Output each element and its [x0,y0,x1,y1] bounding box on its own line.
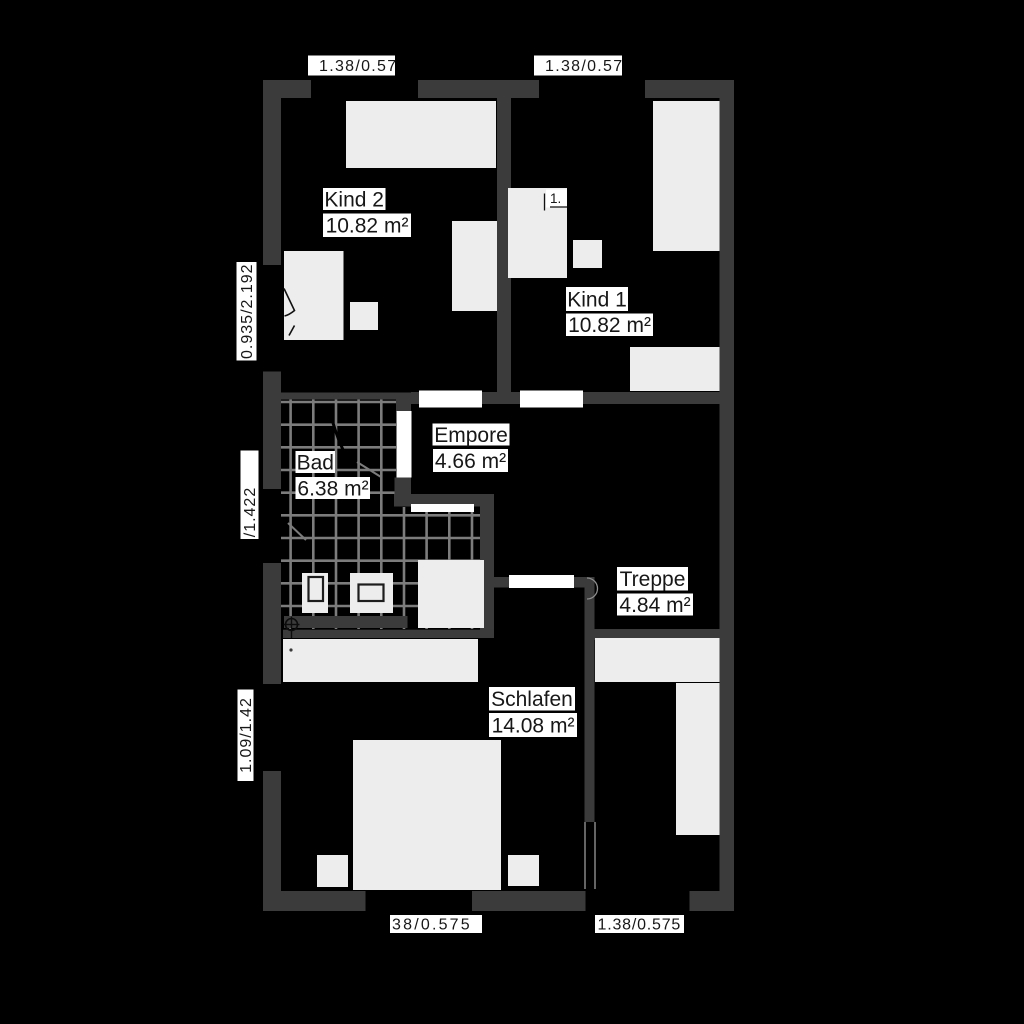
svg-text:Kind 1: Kind 1 [567,288,627,311]
svg-text:Kind 2: Kind 2 [324,188,384,211]
svg-text:4.66 m²: 4.66 m² [435,450,506,473]
svg-text:6.38 m²: 6.38 m² [297,477,368,500]
svg-text:1.: 1. [550,191,561,206]
svg-text:14.08 m²: 14.08 m² [492,714,575,737]
svg-text:1.38/0.575: 1.38/0.575 [598,917,682,934]
svg-text:38/0.575: 38/0.575 [392,917,472,934]
svg-text:0.935/2.192: 0.935/2.192 [239,263,256,359]
svg-text:1.38/0.57: 1.38/0.57 [545,58,623,75]
svg-text:Bad: Bad [297,451,334,474]
svg-text:Empore: Empore [434,424,508,447]
svg-text:1.09/1.42: 1.09/1.42 [238,697,255,773]
svg-text:1.38/0.57: 1.38/0.57 [319,58,397,75]
svg-text:10.82 m²: 10.82 m² [568,314,651,337]
svg-text:10.82 m²: 10.82 m² [326,215,409,238]
svg-text:4.84 m²: 4.84 m² [619,594,690,617]
svg-text:Treppe: Treppe [620,568,686,591]
svg-text:/1.422: /1.422 [242,487,259,537]
svg-text:Schlafen: Schlafen [491,688,573,711]
